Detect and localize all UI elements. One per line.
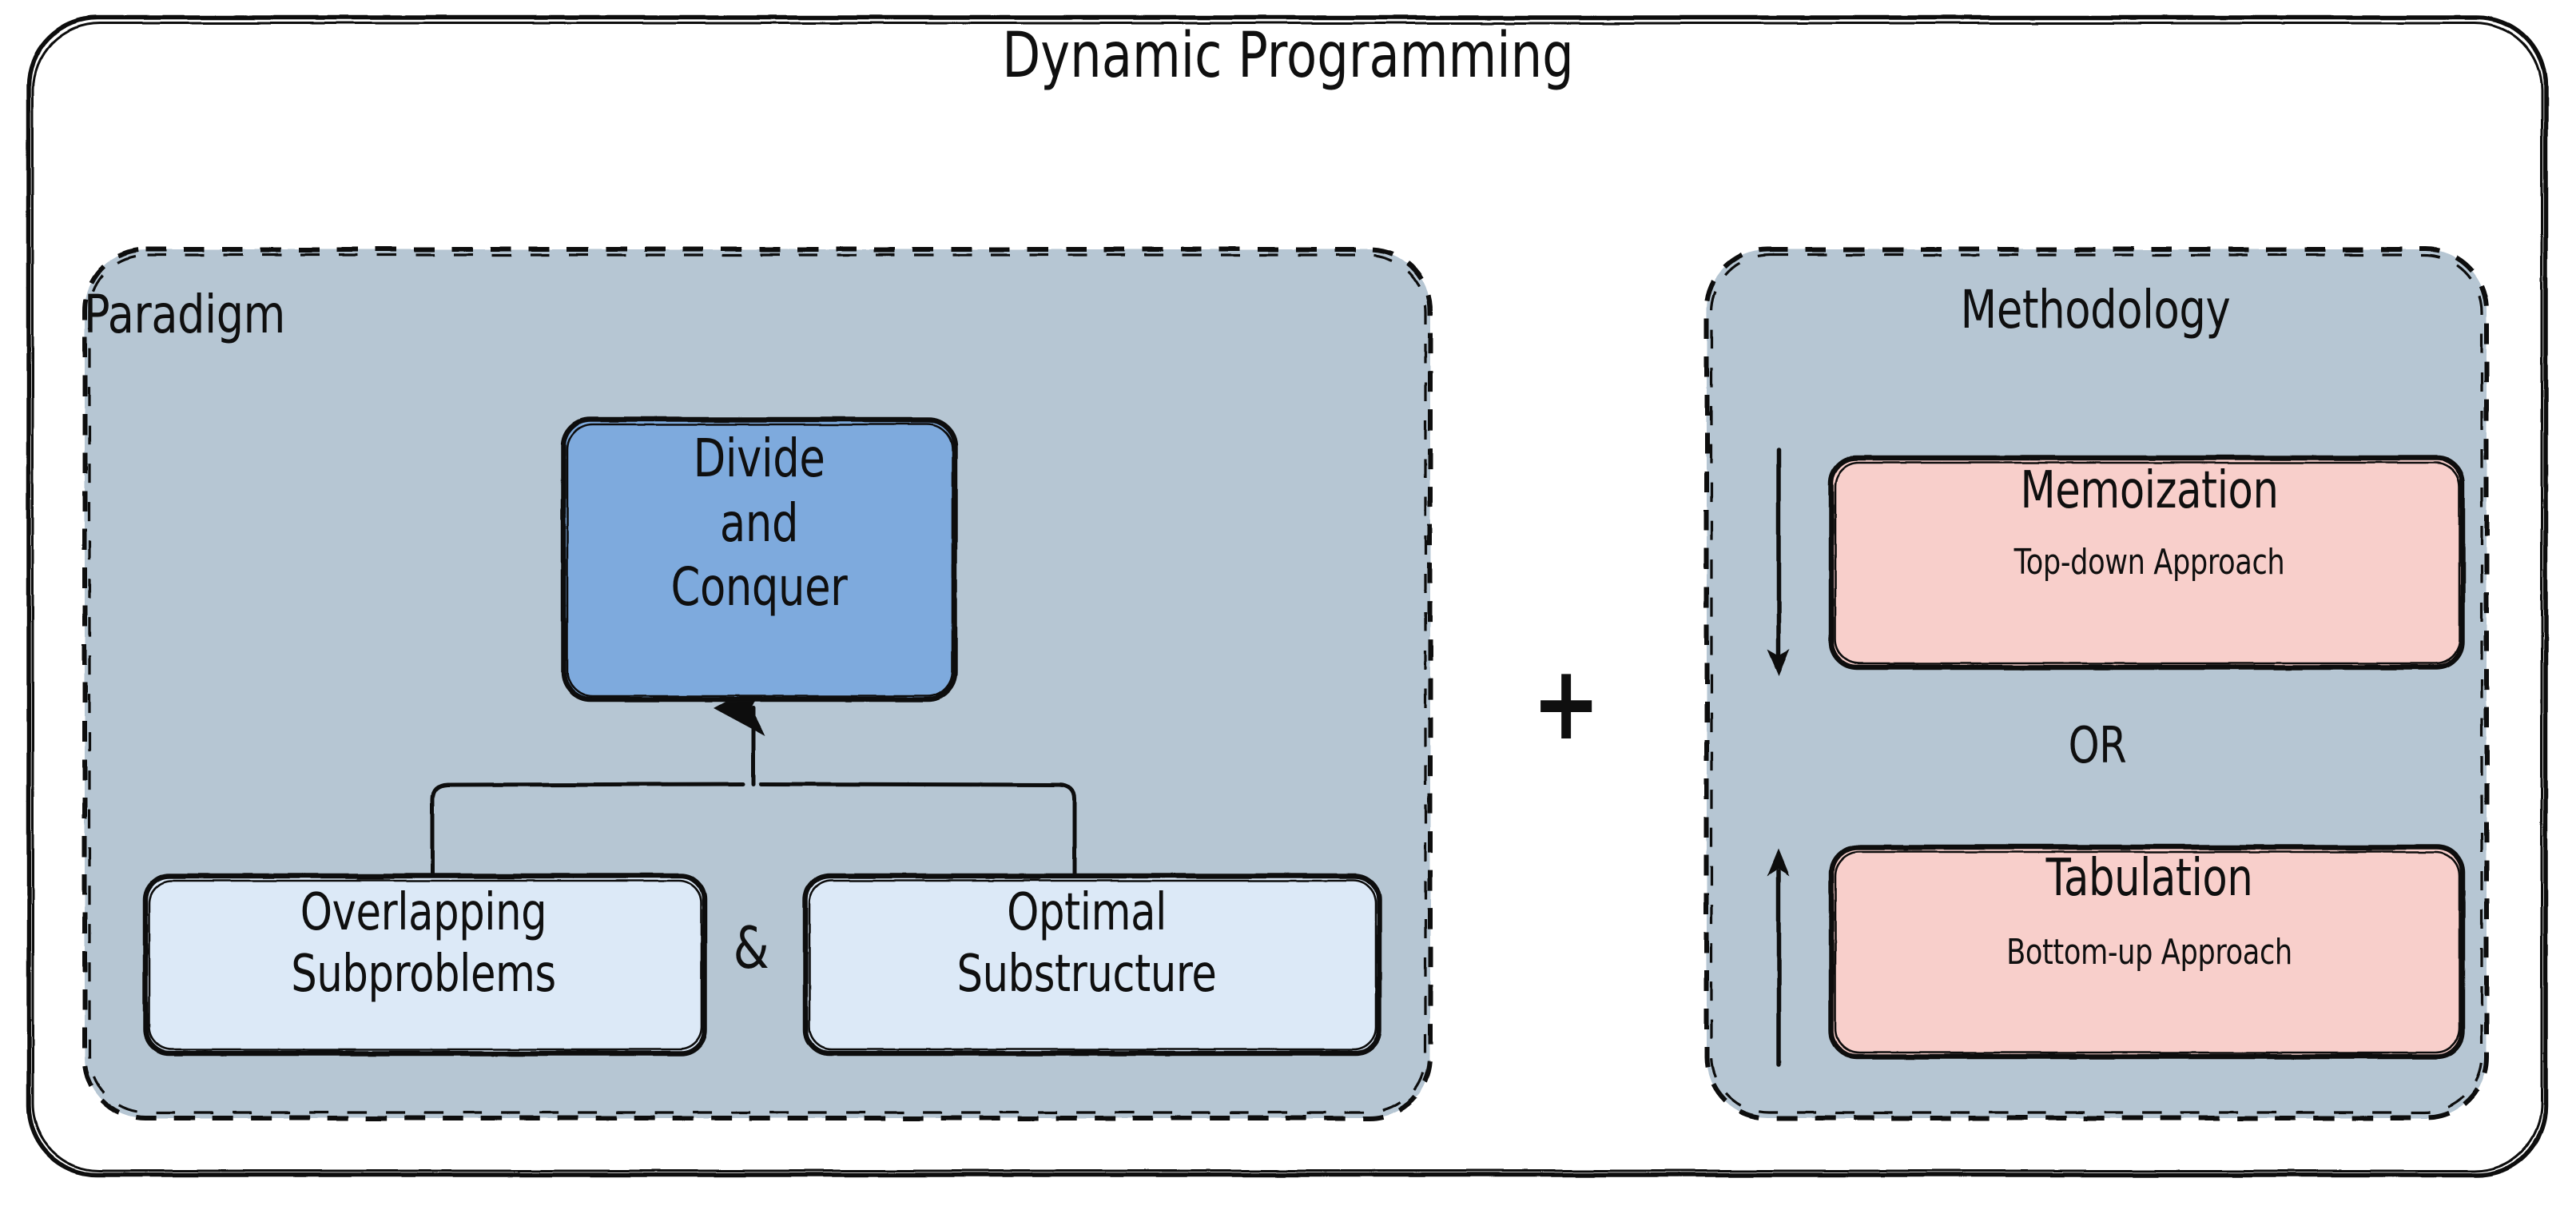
or-separator-label: OR [2068,716,2127,774]
paradigm-group-heading: Paradigm [84,284,285,345]
plus-operator-icon: + [1532,644,1600,763]
methodology-group-heading: Methodology [1960,279,2231,340]
page-title: Dynamic Programming [1002,20,1574,92]
overlapping-subproblems-label[interactable]: Overlapping Subproblems [291,883,556,1004]
memoization-title[interactable]: Memoization [2020,461,2279,520]
divide-and-conquer-label[interactable]: Divide and Conquer [670,428,848,619]
optimal-substructure-box-shape [802,873,1382,1057]
top-down-arrow-icon [1767,448,1790,675]
divide-and-conquer-box-shape [560,416,958,703]
paradigm-connector [430,680,1077,882]
memoization-box-shape [1828,455,2466,671]
overlapping-subproblems-box-shape [142,873,708,1057]
tabulation-subtitle: Bottom-up Approach [2006,932,2292,973]
bottom-up-arrow-icon [1767,849,1790,1067]
tabulation-box-shape [1828,844,2466,1060]
ampersand-conjunction: & [733,914,769,981]
tabulation-title[interactable]: Tabulation [2045,849,2253,908]
memoization-subtitle: Top-down Approach [2013,542,2285,583]
optimal-substructure-label[interactable]: Optimal Substructure [956,883,1217,1004]
